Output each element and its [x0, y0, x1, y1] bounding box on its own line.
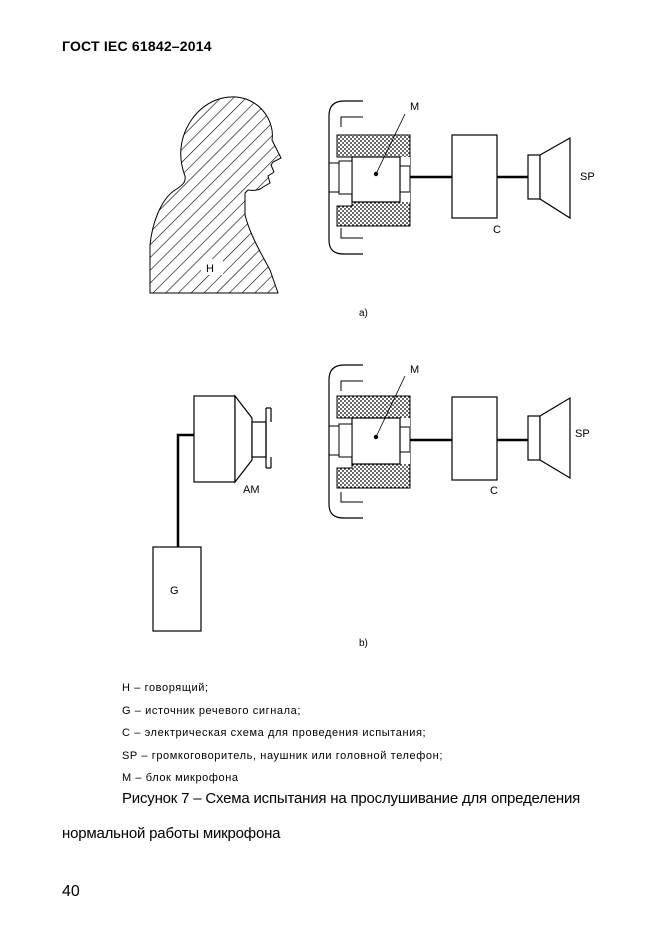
figure-a: H M C SP a): [149, 96, 595, 319]
label-g: G: [170, 585, 179, 597]
microphone-unit: [351, 156, 401, 203]
label-c-b: C: [490, 485, 498, 497]
legend-item-c: C – электрическая схема для проведения и…: [122, 727, 427, 739]
loudspeaker-b-body: [527, 415, 541, 461]
label-c-a: C: [493, 224, 501, 236]
figure-caption-line2: нормальной работы микрофона: [62, 825, 281, 842]
speaker-label-bg: [201, 259, 223, 275]
legend-item-sp: SP – громкоговоритель, наушник или голов…: [122, 749, 443, 762]
label-sp-b: SP: [575, 428, 590, 440]
legend-item-h: H – говорящий;: [122, 682, 209, 694]
label-sp-a: SP: [580, 171, 595, 183]
speaker-head-silhouette: [149, 96, 282, 294]
figure-legend: H – говорящий; G – источник речевого сиг…: [122, 677, 443, 790]
loudspeaker-b-cone: [539, 396, 571, 480]
document-header: ГОСТ IEC 61842–2014: [62, 38, 212, 54]
label-m-a: M: [410, 101, 419, 113]
label-m-b: M: [410, 364, 419, 376]
figure-b: AM G M C SP b): [152, 364, 590, 649]
artificial-mouth-horn: [234, 394, 253, 484]
legend-item-m: M – блок микрофона: [122, 772, 239, 784]
legend-item-g: G – источник речевого сигнала;: [122, 704, 301, 717]
label-am: AM: [243, 484, 260, 496]
test-circuit-b: [451, 396, 498, 481]
loudspeaker-a-body: [527, 154, 541, 200]
microphone-housing-b: [328, 364, 363, 519]
sublabel-b: b): [359, 638, 368, 649]
microphone-housing: [328, 100, 363, 255]
microphone-unit-b: [351, 417, 401, 465]
figure-caption-line1: Рисунок 7 – Схема испытания на прослушив…: [122, 790, 581, 807]
label-h: H: [206, 263, 214, 275]
sublabel-a: a): [359, 308, 368, 319]
cable-generator-to-mouth: [176, 433, 194, 547]
page-number: 40: [62, 883, 80, 900]
test-circuit-a: [451, 134, 498, 219]
signal-generator: [152, 546, 202, 632]
artificial-mouth-body: [193, 395, 236, 483]
loudspeaker-a-cone: [539, 136, 571, 220]
